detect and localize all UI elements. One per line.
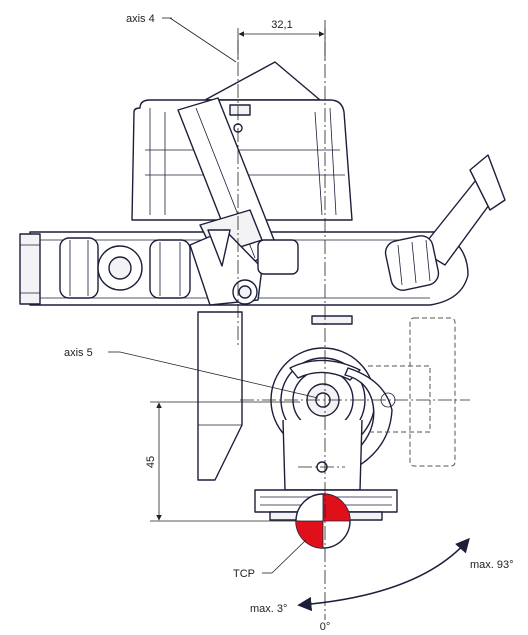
link-rod <box>177 97 299 306</box>
dashed-position <box>368 317 456 467</box>
lower-bracket <box>197 311 353 481</box>
right-tool-arm <box>384 154 506 291</box>
roller-left <box>59 237 191 299</box>
label-dim-top: 32,1 <box>271 19 292 31</box>
label-dim-left: 45 <box>145 456 157 468</box>
label-angle-zero: 0° <box>320 621 331 633</box>
label-axis5: axis 5 <box>64 347 93 359</box>
label-angle-neg: max. 3° <box>250 603 287 615</box>
label-axis4: axis 4 <box>126 13 155 25</box>
center-lines <box>237 20 470 620</box>
label-angle-pos: max. 93° <box>470 559 514 571</box>
label-tcp: TCP <box>233 568 255 580</box>
swing-arc <box>297 537 470 612</box>
dimension-left <box>150 401 300 522</box>
tcp-marker <box>295 493 351 549</box>
dimension-top <box>237 28 326 60</box>
